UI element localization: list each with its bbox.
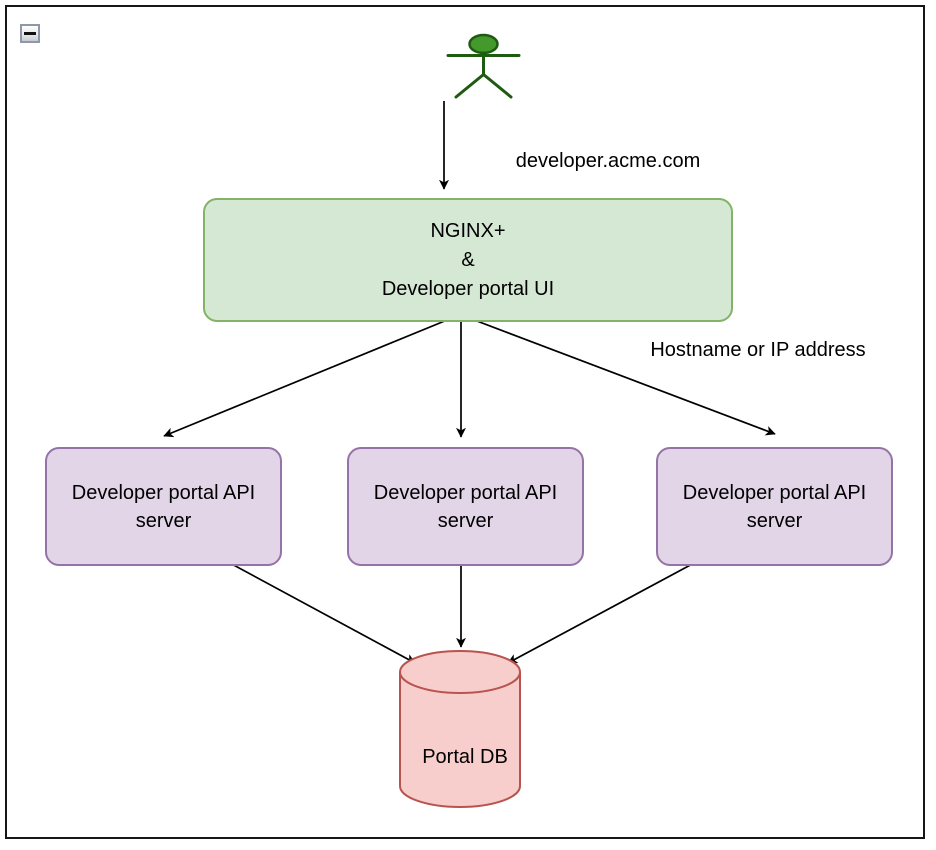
api-server-label: Developer portal API server [373, 481, 558, 532]
domain-edge-label: developer.acme.com [515, 150, 701, 172]
api-server-label: Developer portal API server [682, 481, 867, 532]
api-server-node-1[interactable]: Developer portal API server [45, 447, 282, 566]
collapse-button[interactable] [20, 24, 40, 43]
nginx-portal-ui-node[interactable]: NGINX+ & Developer portal UI [203, 198, 733, 322]
database-label: Portal DB [422, 746, 508, 768]
api-server-node-3[interactable]: Developer portal API server [656, 447, 893, 566]
diagram-frame: NGINX+ & Developer portal UI Developer p… [5, 5, 925, 839]
nginx-node-label: NGINX+ & Developer portal UI [381, 219, 555, 300]
routing-edge-label: Hostname or IP address [650, 339, 866, 361]
api-server-label: Developer portal API server [71, 481, 256, 532]
api-server-node-2[interactable]: Developer portal API server [347, 447, 584, 566]
minus-icon [24, 32, 36, 35]
